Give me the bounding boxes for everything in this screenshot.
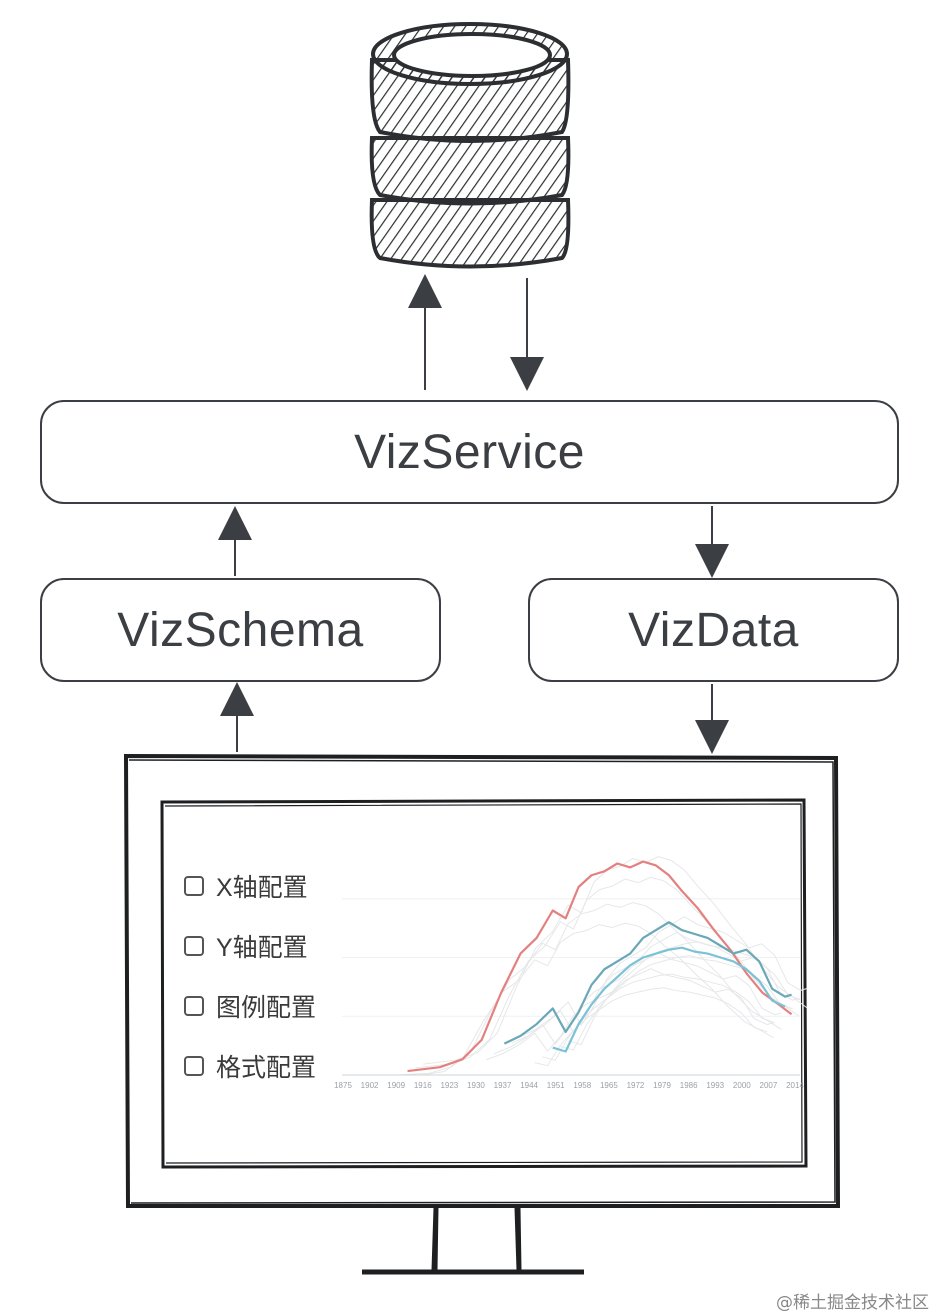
arrow-service-to-db xyxy=(408,274,442,390)
vizdata-box: VizData xyxy=(528,578,899,682)
chart-faint-line xyxy=(486,968,774,1061)
chart-x-tick-label: 1986 xyxy=(679,1081,698,1090)
chart-x-tick-label: 1909 xyxy=(387,1081,406,1090)
chart-gridlines xyxy=(342,898,800,1017)
chart-series-line-3 xyxy=(552,946,786,1053)
arrow-db-to-service xyxy=(510,278,544,391)
chart-x-tick-label: 1923 xyxy=(440,1081,459,1090)
chart-x-tick-label: 1979 xyxy=(653,1081,671,1090)
chart-x-tick-label: 1930 xyxy=(467,1081,485,1090)
chart-faint-line xyxy=(389,922,774,1076)
format-config-checkbox[interactable] xyxy=(184,1056,204,1076)
chart-series-line-2 xyxy=(503,921,792,1045)
chart-x-tick-label: 1972 xyxy=(626,1081,645,1090)
watermark: @稀土掘金技术社区 xyxy=(776,1293,929,1313)
vizservice-label: VizService xyxy=(354,425,585,479)
chart-faint-line xyxy=(415,876,800,1069)
database-icon xyxy=(369,22,571,269)
monitor-icon xyxy=(123,753,841,1275)
chart-x-tick-label: 1944 xyxy=(520,1081,539,1090)
x-axis-config-checkbox[interactable] xyxy=(184,876,204,896)
vizschema-box: VizSchema xyxy=(40,578,441,682)
chart-faint-line xyxy=(422,856,808,1065)
legend-config-option[interactable]: 图例配置 xyxy=(184,988,316,1024)
x-axis-config-label: X轴配置 xyxy=(216,874,308,902)
chart-faint-line xyxy=(493,952,782,1055)
chart-x-tick-label: 2014 xyxy=(786,1081,804,1090)
format-config-option[interactable]: 格式配置 xyxy=(184,1048,316,1084)
chart-faint-line xyxy=(568,941,801,1046)
line-chart xyxy=(342,856,808,1076)
chart-x-tick-label: 2000 xyxy=(732,1081,751,1090)
vizdata-label: VizData xyxy=(628,603,799,657)
arrow-ui-to-schema xyxy=(220,682,254,752)
arrow-service-to-data xyxy=(695,506,729,578)
y-axis-config-option[interactable]: Y轴配置 xyxy=(184,928,308,964)
format-config-label: 格式配置 xyxy=(216,1054,317,1082)
chart-x-tick-label: 1965 xyxy=(599,1081,618,1090)
chart-faint-line xyxy=(397,902,782,1076)
chart-x-tick-label: 1958 xyxy=(573,1081,592,1090)
chart-x-tick-label: 1993 xyxy=(706,1081,725,1090)
vizservice-box: VizService xyxy=(40,400,899,504)
chart-x-tick-label: 1951 xyxy=(546,1081,565,1090)
legend-config-label: 图例配置 xyxy=(216,994,317,1022)
chart-x-tick-label: 1875 xyxy=(334,1081,352,1090)
y-axis-config-label: Y轴配置 xyxy=(216,934,308,962)
arrow-schema-to-service xyxy=(218,506,252,576)
legend-config-checkbox[interactable] xyxy=(184,996,204,1016)
y-axis-config-checkbox[interactable] xyxy=(184,936,204,956)
x-axis-config-option[interactable]: X轴配置 xyxy=(184,868,308,904)
chart-series-group xyxy=(407,860,793,1073)
vizschema-label: VizSchema xyxy=(117,603,364,657)
chart-series-line-1 xyxy=(407,860,793,1073)
chart-x-tick-label: 1902 xyxy=(360,1081,379,1090)
chart-x-tick-label: 1916 xyxy=(413,1081,432,1090)
chart-faint-series xyxy=(389,856,808,1076)
chart-x-tick-label: 1937 xyxy=(493,1081,512,1090)
chart-x-tick-label: 2007 xyxy=(759,1081,778,1090)
arrow-data-to-ui xyxy=(695,684,729,754)
